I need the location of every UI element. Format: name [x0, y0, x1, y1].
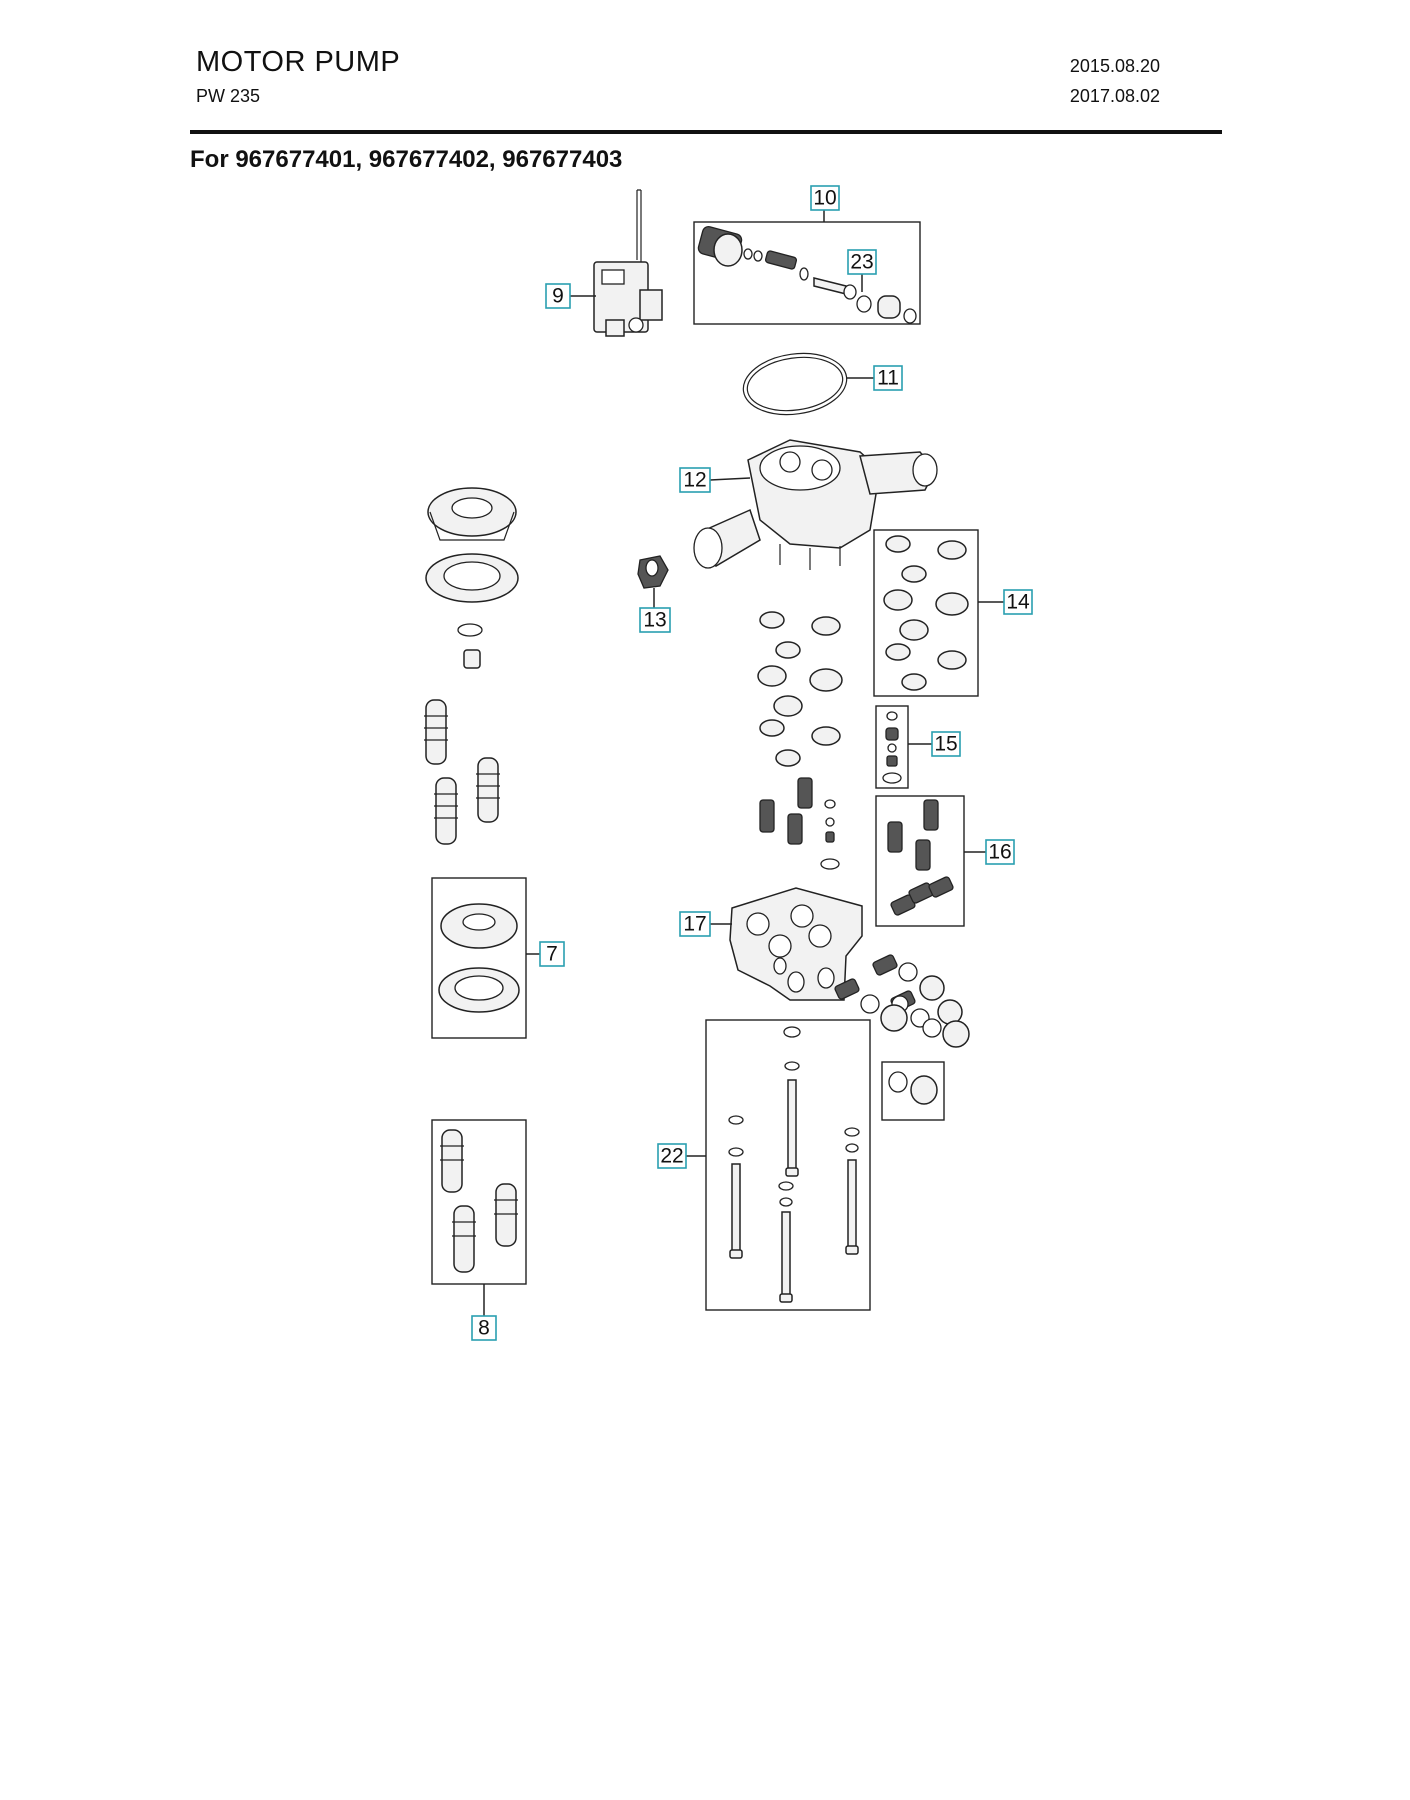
part-15-valve-kit: [882, 711, 902, 784]
svg-text:23: 23: [850, 251, 873, 274]
part-17-valve-housing: [729, 887, 863, 1001]
part-9-pressure-switch: [593, 189, 663, 337]
svg-text:10: 10: [813, 187, 836, 210]
frame-part-16: [875, 795, 965, 927]
frame-part-8: [431, 1119, 527, 1285]
part-11-o-ring: [742, 352, 848, 416]
callout-9: 9: [545, 283, 571, 309]
frame-part-22: [705, 1019, 871, 1311]
applies-to-heading: For 967677401, 967677402, 967677403: [190, 146, 623, 173]
plug-set: [888, 1071, 938, 1105]
frame-plug-set: [881, 1061, 945, 1121]
page-title: MOTOR PUMP: [196, 46, 401, 78]
part-16-check-valve-kit: [887, 799, 954, 916]
svg-text:15: 15: [934, 733, 957, 756]
svg-text:17: 17: [683, 913, 706, 936]
left-seal-retainer: [425, 487, 519, 669]
part-22-bolt-kit: [728, 1026, 860, 1303]
part-8-piston-kit: [440, 1129, 518, 1273]
part-17-side-plugs: [834, 954, 970, 1048]
svg-text:22: 22: [660, 1145, 683, 1168]
frame-part-15: [875, 705, 909, 789]
callout-8: 8: [471, 1315, 497, 1341]
header-divider: [190, 130, 1222, 134]
date-created: 2015.08.20: [1069, 56, 1160, 76]
part-7-seal-kit: [438, 903, 520, 1013]
middle-check-valves: [759, 777, 840, 870]
callout-10: 10: [810, 185, 840, 211]
callout-13: 13: [639, 607, 671, 633]
part-10-unloader-assembly: [697, 225, 917, 324]
part-14-seal-kit: [883, 535, 969, 691]
callout-22: 22: [657, 1143, 687, 1169]
frame-part-14: [873, 529, 979, 697]
svg-text:12: 12: [683, 469, 706, 492]
callout-14: 14: [1003, 589, 1033, 615]
svg-text:14: 14: [1006, 591, 1030, 614]
part-13-check-valve: [637, 555, 669, 589]
frame-part-10: [693, 221, 921, 325]
svg-text:9: 9: [552, 285, 564, 308]
callout-15: 15: [931, 731, 961, 757]
model-label: PW 235: [196, 86, 261, 106]
callout-23: 23: [847, 249, 877, 275]
svg-text:8: 8: [478, 1317, 490, 1340]
part-12-pump-head: [693, 439, 938, 570]
svg-text:16: 16: [988, 841, 1011, 864]
leader-12: [709, 477, 751, 481]
callout-11: 11: [873, 365, 903, 391]
svg-text:11: 11: [877, 367, 899, 390]
svg-text:13: 13: [643, 609, 666, 632]
svg-text:7: 7: [546, 943, 558, 966]
callout-17: 17: [679, 911, 711, 937]
date-revised: 2017.08.02: [1069, 86, 1160, 106]
frame-part-7: [431, 877, 527, 1039]
left-pistons-loose: [424, 699, 500, 845]
callout-7: 7: [539, 941, 565, 967]
middle-valve-seals: [757, 611, 843, 767]
callout-16: 16: [985, 839, 1015, 865]
callout-12: 12: [679, 467, 711, 493]
